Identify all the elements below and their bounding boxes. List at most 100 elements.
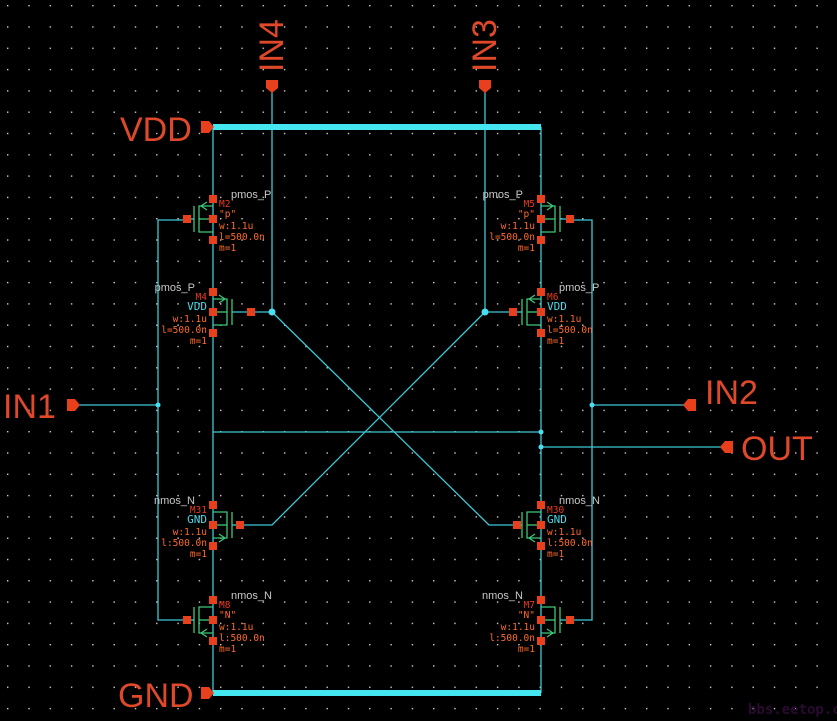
terminal-square[interactable] xyxy=(537,542,545,550)
type-label: VDD xyxy=(547,300,567,313)
instance-name: M8 xyxy=(219,600,231,611)
type-label: "N" xyxy=(518,610,535,621)
terminal-square[interactable] xyxy=(537,521,545,529)
length-param: l:500.0n xyxy=(161,538,207,549)
multiplier-param: m=1 xyxy=(219,644,236,655)
pin-label-in2: IN2 xyxy=(705,374,758,412)
wire-in1-gates[interactable] xyxy=(157,219,187,621)
length-param: l:500.0n xyxy=(219,633,265,644)
terminal-square[interactable] xyxy=(537,637,545,645)
type-label: "p" xyxy=(219,209,236,220)
instance-name: M6 xyxy=(547,292,559,303)
width-param: w:1.1u xyxy=(501,221,535,232)
terminal-square[interactable] xyxy=(537,236,545,244)
width-param: w:1.1u xyxy=(173,527,207,538)
pin-in1[interactable] xyxy=(67,399,80,411)
terminal-square[interactable] xyxy=(247,308,255,316)
model-label: pmos_P xyxy=(483,189,523,201)
wire-cross-2[interactable] xyxy=(240,311,486,526)
pin-label-in4: IN4 xyxy=(253,19,291,72)
terminal-square[interactable] xyxy=(566,616,574,624)
instance-name: M4 xyxy=(196,292,208,303)
type-label: "N" xyxy=(219,610,236,621)
type-label: GND xyxy=(187,513,207,526)
terminal-square[interactable] xyxy=(183,616,191,624)
terminal-square[interactable] xyxy=(566,215,574,223)
multiplier-param: m=1 xyxy=(518,243,535,254)
pin-label-gnd: GND xyxy=(118,677,194,715)
terminal-square[interactable] xyxy=(183,215,191,223)
terminal-square[interactable] xyxy=(513,521,521,529)
type-label: "p" xyxy=(518,209,535,220)
pin-in3[interactable] xyxy=(479,80,491,93)
terminal-square[interactable] xyxy=(209,596,217,604)
multiplier-param: m=1 xyxy=(518,644,535,655)
terminal-square[interactable] xyxy=(537,215,545,223)
transistor-m8[interactable]: nmos_NM8"N"w:1.1ul:500.0nm=1 xyxy=(183,590,272,655)
multiplier-param: m=1 xyxy=(547,336,564,347)
terminal-square[interactable] xyxy=(537,288,545,296)
length-param: l:500.0n xyxy=(489,633,535,644)
terminal-square[interactable] xyxy=(236,521,244,529)
transistor-m5[interactable]: pmos_PM5"p"w:1.1ul=500.0nm=1 xyxy=(483,189,574,254)
terminal-square[interactable] xyxy=(209,521,217,529)
terminal-square[interactable] xyxy=(209,616,217,624)
terminal-square[interactable] xyxy=(209,195,217,203)
model-label: nmos_N xyxy=(231,590,272,602)
pin-vdd[interactable] xyxy=(201,121,214,133)
length-param: l:500.0n xyxy=(547,538,593,549)
terminal-square[interactable] xyxy=(537,308,545,316)
terminal-square[interactable] xyxy=(537,195,545,203)
length-param: l=500.0n xyxy=(219,232,265,243)
width-param: w:1.1u xyxy=(219,622,253,633)
terminal-square[interactable] xyxy=(209,542,217,550)
width-param: w:1.1u xyxy=(173,314,207,325)
type-label: VDD xyxy=(187,300,207,313)
terminal-square[interactable] xyxy=(209,329,217,337)
wire-cross-1[interactable] xyxy=(271,311,517,526)
pin-out[interactable] xyxy=(720,441,733,453)
pin-in2[interactable] xyxy=(683,399,696,411)
terminal-square[interactable] xyxy=(209,215,217,223)
model-label: nmos_N xyxy=(482,590,523,602)
model-label: nmos_N xyxy=(559,495,600,507)
width-param: w:1.1u xyxy=(547,314,581,325)
terminal-square[interactable] xyxy=(509,308,517,316)
multiplier-param: m=1 xyxy=(547,549,564,560)
transistor-m7[interactable]: nmos_NM7"N"w:1.1ul:500.0nm=1 xyxy=(482,590,574,655)
length-param: l=500.0n xyxy=(489,232,535,243)
terminal-square[interactable] xyxy=(537,501,545,509)
arrow-icon xyxy=(527,294,536,304)
terminal-square[interactable] xyxy=(537,596,545,604)
instance-name: M31 xyxy=(190,505,207,516)
terminal-square[interactable] xyxy=(209,236,217,244)
transistor-m2[interactable]: pmos_PM2"p"w:1.1ul=500.0nm=1 xyxy=(183,189,271,254)
arrow-icon xyxy=(546,628,555,638)
terminal-square[interactable] xyxy=(537,616,545,624)
terminal-square[interactable] xyxy=(537,329,545,337)
wire-in2-gates[interactable] xyxy=(570,219,593,621)
pin-gnd[interactable] xyxy=(201,687,214,699)
transistors: pmos_PM2"p"w:1.1ul=500.0nm=1pmos_PM4VDDw… xyxy=(154,189,600,655)
terminal-square[interactable] xyxy=(209,637,217,645)
terminal-square[interactable] xyxy=(209,501,217,509)
width-param: w:1.1u xyxy=(547,527,581,538)
width-param: w:1.1u xyxy=(219,221,253,232)
pin-label-in3: IN3 xyxy=(466,19,504,72)
arrow-icon xyxy=(218,533,227,543)
terminal-square[interactable] xyxy=(209,308,217,316)
multiplier-param: m=1 xyxy=(190,549,207,560)
pin-label-in1: IN1 xyxy=(3,388,56,426)
arrow-icon xyxy=(546,201,555,211)
arrow-icon xyxy=(527,533,536,543)
terminal-square[interactable] xyxy=(209,288,217,296)
pin-in4[interactable] xyxy=(266,80,278,93)
length-param: l=500.0n xyxy=(161,325,207,336)
